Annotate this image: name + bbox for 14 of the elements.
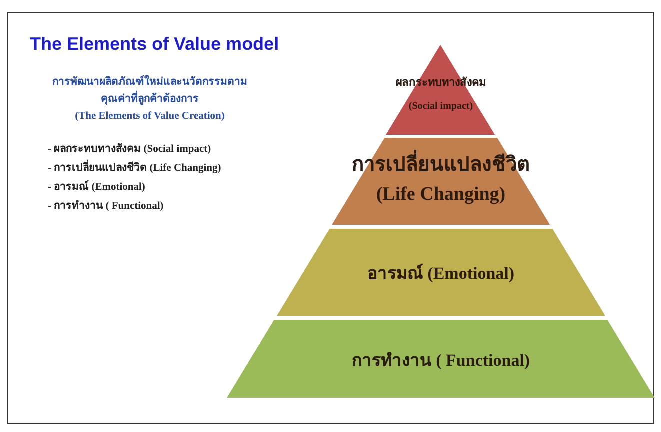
list-item: - อารมณ์ (Emotional) (48, 180, 146, 195)
list-item: - ผลกระทบทางสังคม (Social impact) (48, 142, 212, 157)
subtitle-text: การพัฒนาผลิตภัณฑ์ใหม่และนวัตกรรมตามคุณค่าที่ลูกค้าต้องการ (52, 74, 248, 108)
pyramid-tier (386, 45, 496, 135)
pyramid-tier (276, 229, 606, 316)
title: The Elements of Value model (30, 34, 280, 55)
list-item: - การทำงาน ( Functional) (48, 199, 164, 214)
pyramid-tier (227, 320, 655, 398)
list-item: - การเปลี่ยนแปลงชีวิต (Life Changing) (48, 159, 222, 176)
tier-label: การทำงาน ( Functional) (350, 350, 532, 372)
tier-label: (Social impact) (408, 101, 474, 112)
subtitle-text: (The Elements of Value Creation) (74, 111, 226, 122)
tier-label: อารมณ์ (Emotional) (366, 262, 516, 285)
tier-label: (Life Changing) (375, 184, 507, 206)
